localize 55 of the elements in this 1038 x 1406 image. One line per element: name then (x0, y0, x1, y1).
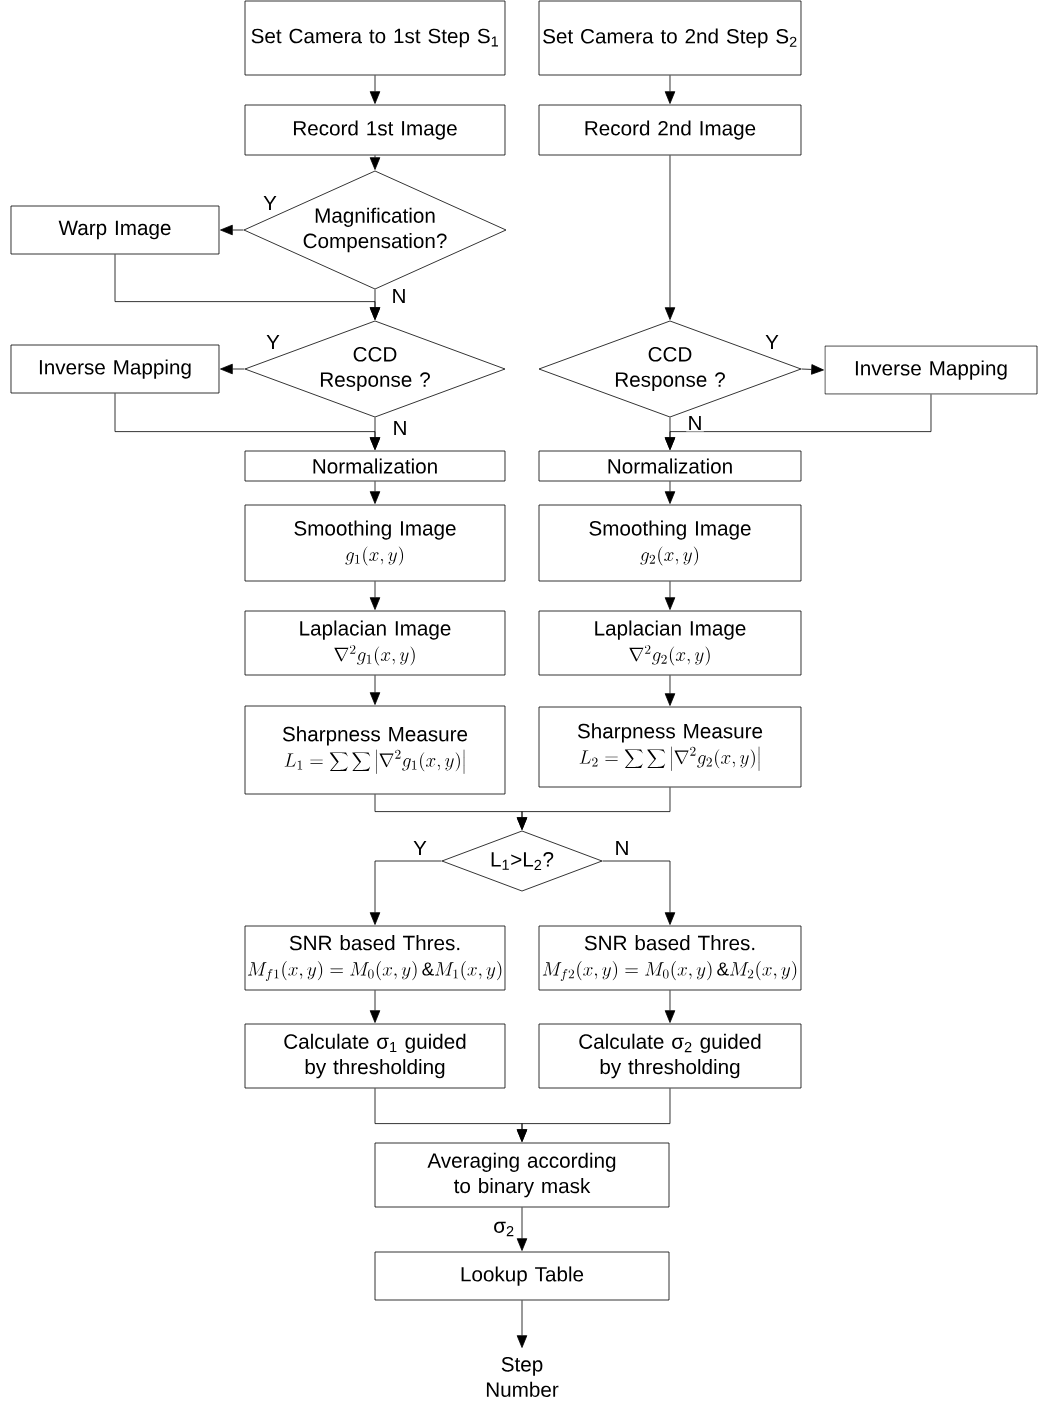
arrow (664, 75, 676, 104)
edge-label: N (686, 414, 704, 432)
process-box: Sharpness Measure $L_{1}=\sum\sum\left|\nabla^{2} g_{1}(x, y)\right|$ (244, 705, 506, 795)
process-box: Calculate σ$_{1}$ guided by thresholding (244, 1023, 506, 1089)
edge-label: Y (261, 194, 279, 212)
process-box: Averaging according to binary mask (374, 1142, 670, 1208)
process-box: SNR based Thres. $M_{f2}(x,y)=M_{0}(x,y)\,\&M_{2}(x,y)$ (538, 925, 802, 991)
arrow (369, 990, 381, 1023)
arrow (369, 75, 381, 104)
arrow (664, 417, 676, 450)
process-box: Warp Image (10, 205, 220, 255)
process-box: Laplacian Image $\nabla^{2} g_{2}(x, y)$ (538, 610, 802, 676)
process-box: Calculate σ$_{2}$ guided by thresholding (538, 1023, 802, 1089)
process-box: Set Camera to 2nd Step S$_{2}$ (538, 0, 802, 76)
arrow (664, 675, 676, 706)
arrow (369, 481, 381, 504)
arrow (369, 675, 381, 705)
arrow (664, 155, 676, 320)
edge-label: Y (411, 839, 429, 857)
arrow (801, 364, 824, 375)
process-box: Lookup Table (374, 1251, 670, 1301)
edge-label: N (390, 287, 408, 305)
process-box: Laplacian Image $\nabla^{2} g_{1}(x, y)$ (244, 610, 506, 676)
arrow (516, 1207, 528, 1251)
arrow (369, 289, 381, 320)
edge-label: Y (264, 333, 282, 351)
edge-label: σ$_{2}$ (491, 1220, 517, 1238)
process-box: Sharpness Measure $L_{2}=\sum\sum\left|\nabla^{2} g_{2}(x, y)\right|$ (538, 706, 802, 788)
arrow (664, 481, 676, 504)
arrow (664, 990, 676, 1023)
arrow (516, 1300, 528, 1348)
edge-label: N (613, 839, 631, 857)
edge-label: N (391, 419, 409, 437)
edge-label: Y (763, 333, 781, 351)
process-box: Smoothing Image $g_{2}(x, y)$ (538, 504, 802, 582)
process-box: SNR based Thres. $M_{f1}(x,y)=M_{0}(x,y)\,\&M_{1}(x,y)$ (244, 925, 506, 991)
process-box: Inverse Mapping (10, 344, 220, 394)
arrow (369, 155, 381, 170)
arrow (516, 787, 671, 830)
arrow (516, 1088, 671, 1142)
arrow (664, 581, 676, 610)
process-box: Inverse Mapping (824, 345, 1038, 395)
arrow (369, 860, 442, 925)
process-box: Record 2nd Image (538, 104, 802, 156)
process-box: Record 1st Image (244, 104, 506, 156)
arrow (602, 860, 676, 925)
output-label: Step Number (486, 1357, 559, 1397)
process-box: Normalization (538, 450, 802, 482)
process-box: Normalization (244, 450, 506, 482)
arrow (369, 581, 381, 610)
process-box: Smoothing Image $g_{1}(x, y)$ (244, 504, 506, 582)
arrow (369, 417, 381, 450)
process-box: Set Camera to 1st Step S$_{1}$ (244, 0, 506, 76)
arrow (220, 224, 244, 236)
arrow (220, 363, 245, 375)
